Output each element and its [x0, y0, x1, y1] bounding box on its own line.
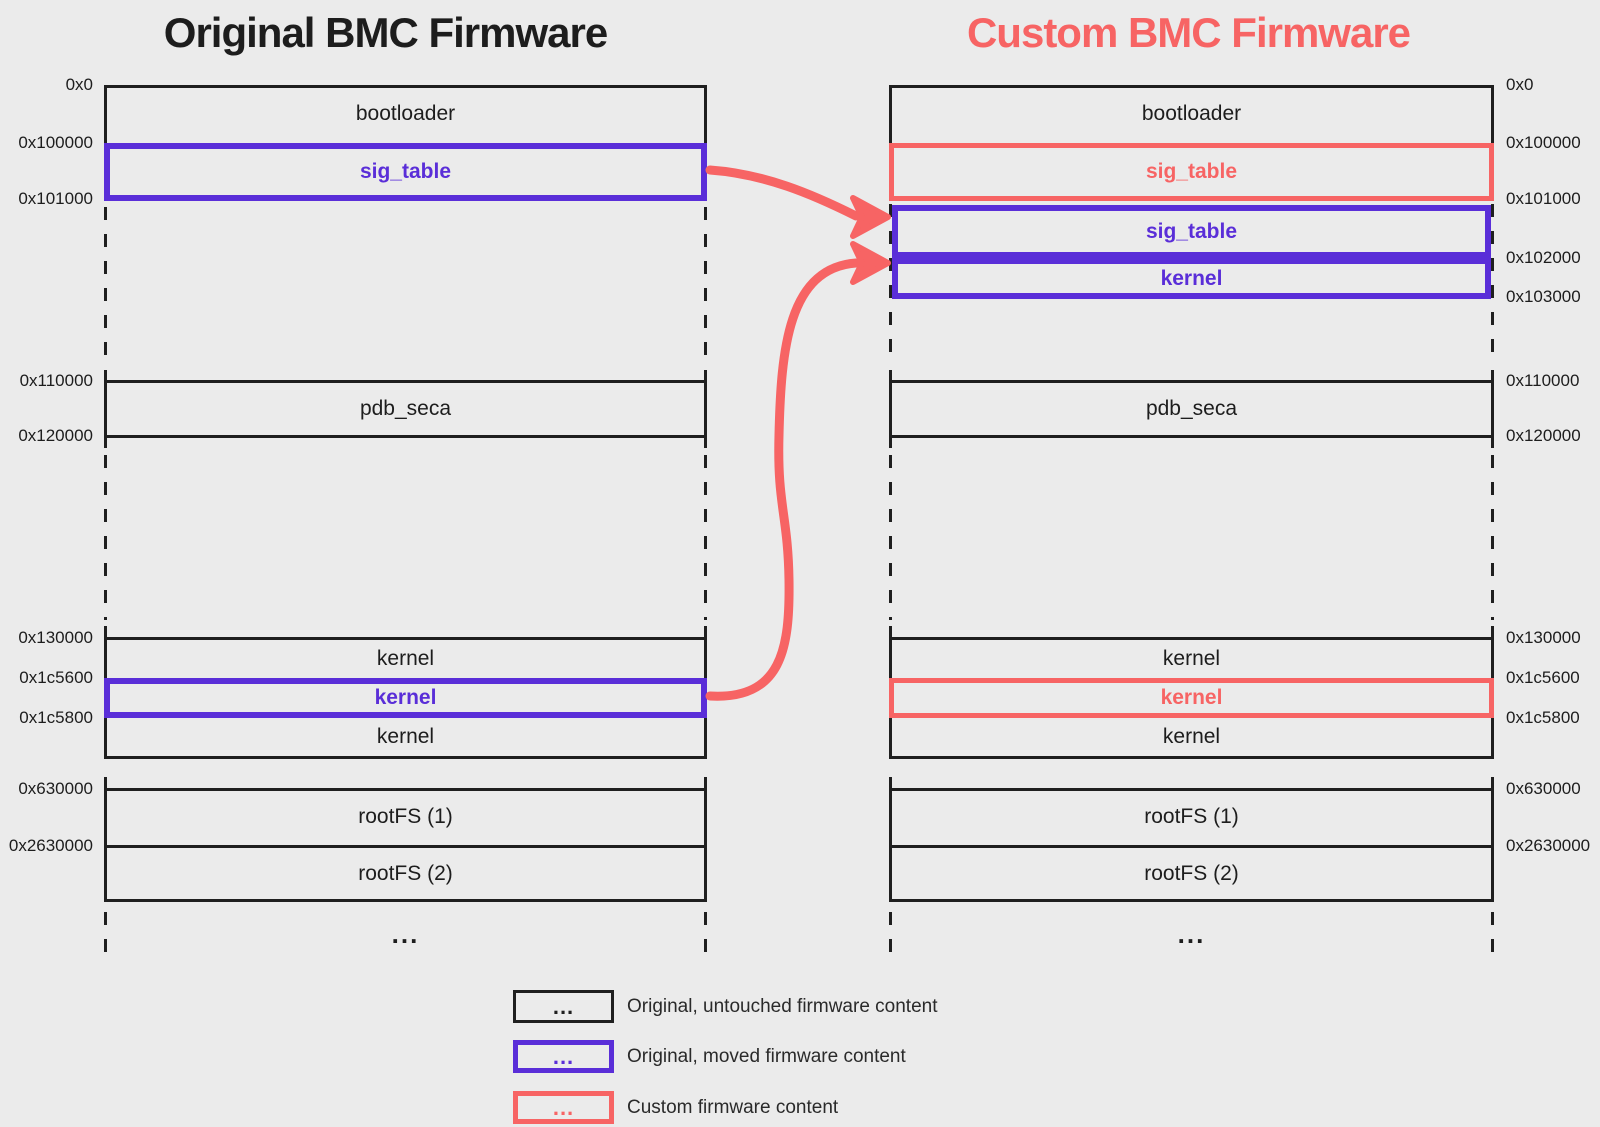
- addr-label: 0x110000: [19, 371, 93, 390]
- arrow-sig-table-move: [705, 165, 861, 221]
- legend-swatch-original-untouched: ...: [513, 990, 614, 1023]
- addr-label: 0x630000: [1506, 779, 1581, 798]
- right-rootfs1-label: rootFS (1): [1144, 805, 1239, 828]
- right-gap-dash: [1491, 455, 1494, 620]
- addr-label: 0x1c5600: [19, 668, 93, 687]
- arrowhead-kernel: [850, 241, 891, 285]
- right-sig-table-custom-label: sig_table: [1145, 160, 1238, 183]
- right-rootfs2-label: rootFS (2): [1144, 861, 1239, 885]
- right-bootloader-box: [889, 85, 1494, 143]
- right-gap-dash: [889, 455, 892, 620]
- right-addr-line-0x130000: [889, 637, 1494, 640]
- addr-label: 0x1c5800: [1506, 708, 1580, 727]
- addr-label: 0x120000: [18, 426, 93, 445]
- addr-label: 0x100000: [1506, 133, 1581, 152]
- left-rootfs-block: [104, 777, 707, 902]
- addr-label: 0x1c5800: [19, 708, 93, 727]
- addr-label: 0x630000: [18, 779, 93, 798]
- legend-label-original-moved: Original, moved firmware content: [627, 1045, 906, 1067]
- addr-label: 0x0: [1506, 75, 1534, 94]
- right-gap-dash: [889, 912, 892, 958]
- left-gap-dash: [104, 912, 107, 958]
- addr-label: 0x103000: [1506, 287, 1581, 306]
- left-kernel-moved-label: kernel: [374, 686, 437, 709]
- left-rootfs1-label: rootFS (1): [358, 805, 453, 828]
- right-addr-line-0x110000: [889, 380, 1494, 383]
- addr-label: 0x130000: [18, 628, 93, 647]
- legend-label-original-untouched: Original, untouched firmware content: [627, 995, 938, 1017]
- right-sig-table-moved-box: [892, 205, 1491, 258]
- addr-label: 0x2630000: [1506, 836, 1591, 855]
- left-bootloader-box: [104, 85, 707, 143]
- left-kernel-bottom-label: kernel: [376, 725, 435, 748]
- left-gap-dash: [704, 455, 707, 620]
- left-gap-dash: [704, 207, 707, 366]
- addr-label: 0x110000: [1506, 371, 1580, 390]
- left-rootfs2-label: rootFS (2): [358, 861, 453, 885]
- right-addr-line-0x2630000: [889, 845, 1494, 848]
- right-gap-dash: [1491, 204, 1494, 366]
- addr-label: 0x1c5600: [1506, 668, 1580, 687]
- left-addr-line-0x120000: [104, 435, 707, 438]
- left-kernel-top-label: kernel: [376, 647, 435, 670]
- left-sig-table-label: sig_table: [359, 160, 452, 183]
- left-gap-dash: [104, 455, 107, 620]
- addr-label: 0x130000: [1506, 628, 1581, 647]
- left-addr-line-0x130000: [104, 637, 707, 640]
- left-addr-line-0x630000: [104, 788, 707, 791]
- addr-label: 0x101000: [1506, 189, 1581, 208]
- right-kernel-custom-box: [889, 678, 1494, 718]
- left-addr-line-0x2630000: [104, 845, 707, 848]
- left-ellipsis: ...: [391, 918, 420, 949]
- left-column-title: Original BMC Firmware: [163, 9, 608, 56]
- right-kernel-top-label: kernel: [1162, 647, 1221, 670]
- right-rootfs-block: [889, 777, 1494, 902]
- right-pdb-seca-label: pdb_seca: [1145, 397, 1238, 420]
- left-sig-table-box: [104, 143, 707, 201]
- legend-swatch-custom: ...: [513, 1091, 614, 1124]
- right-addr-line-0x630000: [889, 788, 1494, 791]
- left-gap-dash: [704, 912, 707, 958]
- left-bootloader-label: bootloader: [355, 102, 456, 125]
- addr-label: 0x0: [65, 75, 93, 94]
- right-ellipsis: ...: [1177, 918, 1206, 949]
- right-kernel-bottom-label: kernel: [1162, 725, 1221, 748]
- right-kernel-custom-label: kernel: [1160, 686, 1223, 709]
- addr-label: 0x2630000: [8, 836, 93, 855]
- addr-label: 0x101000: [18, 189, 93, 208]
- left-addr-line-0x110000: [104, 380, 707, 383]
- addr-label: 0x100000: [18, 133, 93, 152]
- right-sig-table-custom-box: [889, 143, 1494, 201]
- arrowhead-sig-table: [850, 195, 891, 239]
- addr-label: 0x120000: [1506, 426, 1581, 445]
- right-kernel-moved-box: [892, 258, 1491, 299]
- arrow-kernel-move: [705, 258, 861, 701]
- addr-label: 0x102000: [1506, 248, 1581, 267]
- right-kernel-moved-label: kernel: [1160, 266, 1223, 290]
- right-bootloader-label: bootloader: [1141, 102, 1242, 125]
- left-gap-dash: [104, 207, 107, 366]
- right-gap-dash: [1491, 912, 1494, 958]
- right-sig-table-moved-label: sig_table: [1145, 219, 1238, 243]
- legend-swatch-original-moved: ...: [513, 1040, 614, 1073]
- legend-label-custom: Custom firmware content: [627, 1096, 839, 1118]
- right-column-title: Custom BMC Firmware: [966, 9, 1411, 56]
- right-addr-line-0x120000: [889, 435, 1494, 438]
- right-pdb-seca-sides: [889, 370, 1494, 448]
- right-gap-dash: [889, 204, 892, 366]
- left-pdb-seca-label: pdb_seca: [359, 397, 452, 420]
- left-kernel-moved-box: [104, 678, 707, 718]
